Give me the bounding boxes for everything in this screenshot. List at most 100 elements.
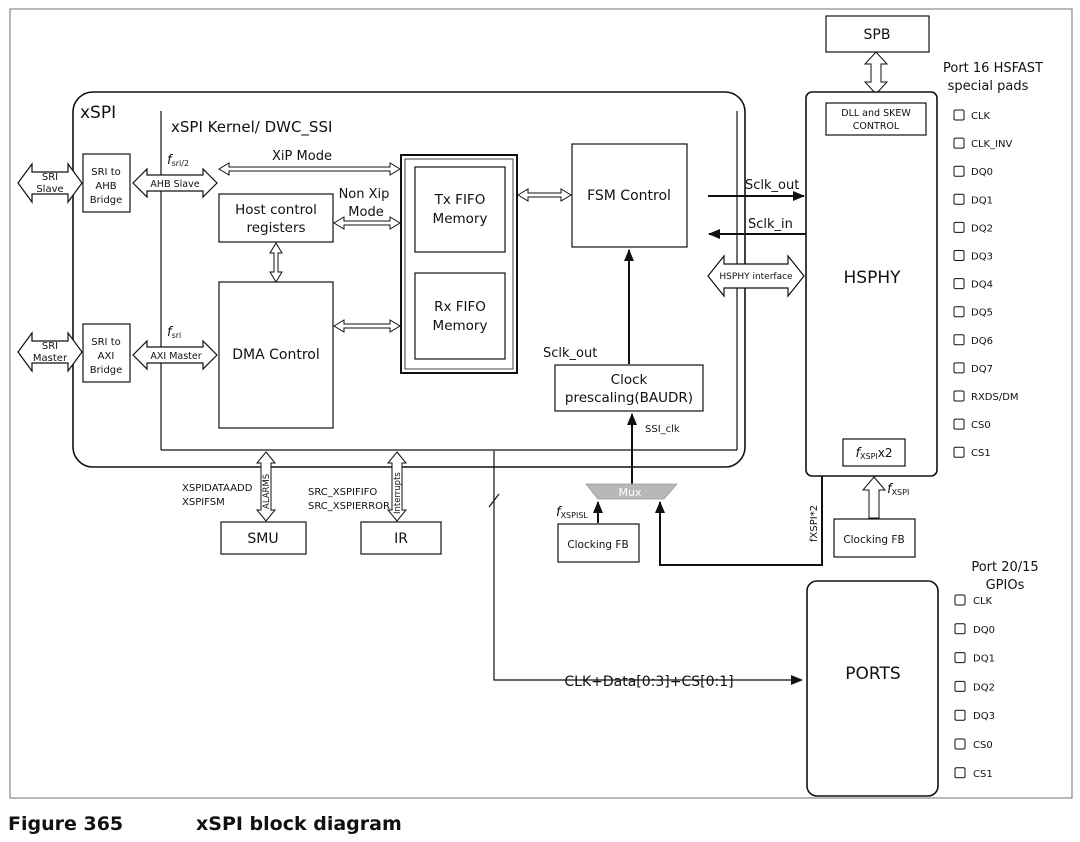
- tx-fifo-memory: [414, 166, 506, 253]
- ahb-slave-arrow: [132, 167, 218, 199]
- kernel-title: xSPI Kernel/ DWC_SSI: [171, 118, 332, 137]
- pin-label: DQ4: [971, 280, 993, 291]
- pin-label: DQ5: [971, 308, 993, 319]
- pin-label: DQ1: [971, 195, 993, 206]
- smu-block: [220, 521, 307, 555]
- pin-label: DQ7: [971, 364, 993, 375]
- fsm-control-label: FSM Control: [587, 188, 671, 204]
- fxspi2-feedback-line: [655, 476, 823, 566]
- clk-data-label: CLK+Data[0:3]+CS[0:1]: [564, 674, 733, 690]
- pin-label: DQ1: [973, 654, 995, 665]
- clk-data-line: [493, 451, 803, 685]
- pin-label: DQ0: [971, 167, 993, 178]
- sri-axi-bridge-label-3: Bridge: [90, 365, 123, 376]
- pad-icon: [954, 767, 966, 779]
- pad-icon: [953, 193, 965, 205]
- sri-axi-bridge: [82, 323, 131, 383]
- fxspi2-label: fXSPI*2: [809, 505, 820, 542]
- pin-label: DQ0: [973, 625, 995, 636]
- figure-title: xSPI block diagram: [196, 813, 402, 835]
- bus-slash: [488, 493, 500, 508]
- interrupts-label: Interrupts: [393, 472, 403, 514]
- clocking-fb-left-label: Clocking FB: [567, 539, 628, 551]
- pad-icon: [953, 278, 965, 290]
- sri-ahb-bridge-label-1: SRI to: [91, 167, 120, 178]
- ir-block: [360, 521, 442, 555]
- clock-prescaling-label-2: prescaling(BAUDR): [565, 390, 693, 406]
- fxspisl-label: fXSPISL: [556, 505, 588, 520]
- pad-icon: [953, 418, 965, 430]
- pad-icon: [953, 221, 965, 233]
- pin-label: CS0: [973, 740, 993, 751]
- pin-label: CS1: [971, 448, 991, 459]
- smu-signal-1: XSPIDATAADD: [182, 483, 253, 494]
- interrupts-arrow: [386, 451, 408, 522]
- alarms-label: ALARMS: [262, 474, 272, 509]
- dll-skew-control: [825, 102, 927, 136]
- ir-signal-2: SRC_XSPIERROR: [308, 501, 390, 512]
- xip-mode-label: XiP Mode: [272, 149, 332, 164]
- clock-prescaling-label-1: Clock: [611, 372, 648, 388]
- tx-fifo-label-2: Memory: [433, 211, 488, 227]
- sri-master-label-1: SRI: [42, 341, 58, 352]
- sri-slave-label-2: Slave: [36, 184, 63, 195]
- sri-axi-bridge-label-1: SRI to: [91, 337, 120, 348]
- pin-label: DQ6: [971, 336, 993, 347]
- hsphy-block: [805, 91, 938, 477]
- tx-fifo-label-1: Tx FIFO: [434, 192, 486, 208]
- pin-label: DQ3: [971, 252, 993, 263]
- ahb-slave-label: AHB Slave: [150, 179, 199, 190]
- pad-icon: [953, 165, 965, 177]
- fifo-container-inner: [404, 158, 514, 370]
- fb-right-hsphy-arrow: [861, 476, 887, 519]
- figure-frame: [9, 8, 1073, 799]
- pin-label: CS1: [973, 769, 993, 780]
- pin-label: DQ2: [971, 223, 993, 234]
- xspi-title: xSPI: [80, 103, 116, 123]
- port20-title-2: GPIOs: [986, 578, 1025, 593]
- pad-icon: [953, 109, 965, 121]
- rx-fifo-memory: [414, 272, 506, 360]
- pad-icon: [954, 738, 966, 750]
- pin-label: DQ3: [973, 711, 995, 722]
- pin-label: DQ2: [973, 682, 995, 693]
- ports-label: PORTS: [845, 664, 900, 684]
- pad-icon: [954, 652, 966, 664]
- host-control-label-2: registers: [246, 220, 305, 236]
- rx-fifo-label-1: Rx FIFO: [434, 299, 486, 315]
- sri-ahb-bridge-label-2: AHB: [95, 181, 116, 192]
- ir-label: IR: [394, 531, 408, 547]
- pin-label: CS0: [971, 420, 991, 431]
- clocking-fb-left: [557, 523, 640, 563]
- port20-title-1: Port 20/15: [971, 560, 1038, 575]
- clocking-fb-right: [833, 518, 916, 558]
- fxspix2-box: [842, 438, 906, 467]
- mux-block: [585, 483, 678, 500]
- ports-block: [806, 580, 939, 797]
- spb-block: [825, 15, 930, 53]
- host-control-registers: [218, 193, 334, 243]
- fxspi-label: fXSPI: [887, 482, 909, 497]
- clock-prescaling: [554, 364, 704, 412]
- f-sri-label: fsri: [167, 325, 181, 340]
- pad-icon: [954, 709, 966, 721]
- ssi-clk-label: SSI_clk: [645, 424, 680, 435]
- alarms-arrow: [255, 451, 277, 522]
- dll-skew-label-1: DLL and SKEW: [841, 108, 911, 119]
- smu-label: SMU: [247, 531, 278, 547]
- fxspix2-label: fXSPIx2: [855, 446, 892, 461]
- f-sri2-label: fsri/2: [167, 153, 189, 168]
- pad-icon: [953, 250, 965, 261]
- axi-master-label: AXI Master: [150, 351, 201, 362]
- host-control-label-1: Host control: [235, 202, 317, 218]
- sri-ahb-bridge: [82, 153, 131, 213]
- pin-label: RXDS/DM: [971, 392, 1019, 403]
- spb-hsphy-arrow: [863, 51, 889, 95]
- host-dma-arrow: [269, 242, 283, 283]
- clocking-fb-right-label: Clocking FB: [843, 534, 904, 546]
- port16-title-1: Port 16 HSFAST: [943, 61, 1043, 76]
- sri-master-arrow: [17, 331, 83, 373]
- smu-signal-2: XSPIFSM: [182, 497, 225, 508]
